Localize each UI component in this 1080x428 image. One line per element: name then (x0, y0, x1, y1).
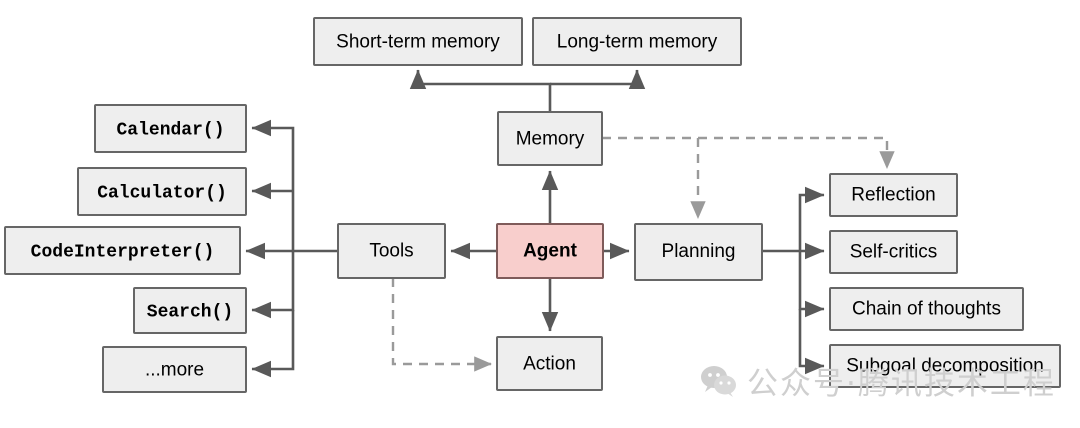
node-memory[interactable]: Memory (497, 111, 603, 166)
node-short-term-memory[interactable]: Short-term memory (313, 17, 523, 66)
node-calculator[interactable]: Calculator() (77, 167, 247, 216)
node-long-term-memory-label: Long-term memory (557, 32, 718, 53)
node-tools[interactable]: Tools (337, 223, 446, 279)
node-chain-of-thoughts[interactable]: Chain of thoughts (829, 287, 1024, 331)
node-subgoal-decomposition[interactable]: Subgoal decomposition (829, 344, 1061, 388)
node-reflection-label: Reflection (851, 185, 936, 206)
node-agent-label: Agent (523, 241, 578, 262)
node-action-label: Action (523, 354, 576, 375)
node-reflection[interactable]: Reflection (829, 173, 958, 217)
node-agent[interactable]: Agent (496, 223, 604, 279)
edge-tools-dashed-to-action (391, 278, 492, 372)
node-code-interpreter-label: CodeInterpreter() (31, 242, 215, 262)
node-search-label: Search() (147, 302, 233, 322)
node-planning[interactable]: Planning (634, 223, 763, 281)
node-more-label: ...more (145, 360, 204, 381)
node-planning-label: Planning (662, 241, 736, 262)
node-calculator-label: Calculator() (97, 183, 227, 203)
edge-planning-to-strategies (762, 186, 825, 375)
node-long-term-memory[interactable]: Long-term memory (532, 17, 742, 66)
node-chain-of-thoughts-label: Chain of thoughts (852, 299, 1001, 320)
node-subgoal-decomposition-label: Subgoal decomposition (846, 356, 1044, 377)
node-self-critics[interactable]: Self-critics (829, 230, 958, 274)
edge-memory-to-memories (409, 69, 646, 112)
node-action[interactable]: Action (496, 336, 603, 391)
node-search[interactable]: Search() (133, 287, 247, 334)
node-self-critics-label: Self-critics (850, 242, 938, 263)
node-tools-label: Tools (369, 241, 413, 262)
edge-memory-dashed-branches (602, 136, 895, 219)
node-calendar[interactable]: Calendar() (94, 104, 247, 153)
node-memory-label: Memory (516, 129, 585, 150)
node-more[interactable]: ...more (102, 346, 247, 393)
node-code-interpreter[interactable]: CodeInterpreter() (4, 226, 241, 275)
node-short-term-memory-label: Short-term memory (336, 32, 500, 53)
node-calendar-label: Calendar() (116, 120, 224, 140)
edge-tools-to-tool-list (245, 119, 338, 378)
